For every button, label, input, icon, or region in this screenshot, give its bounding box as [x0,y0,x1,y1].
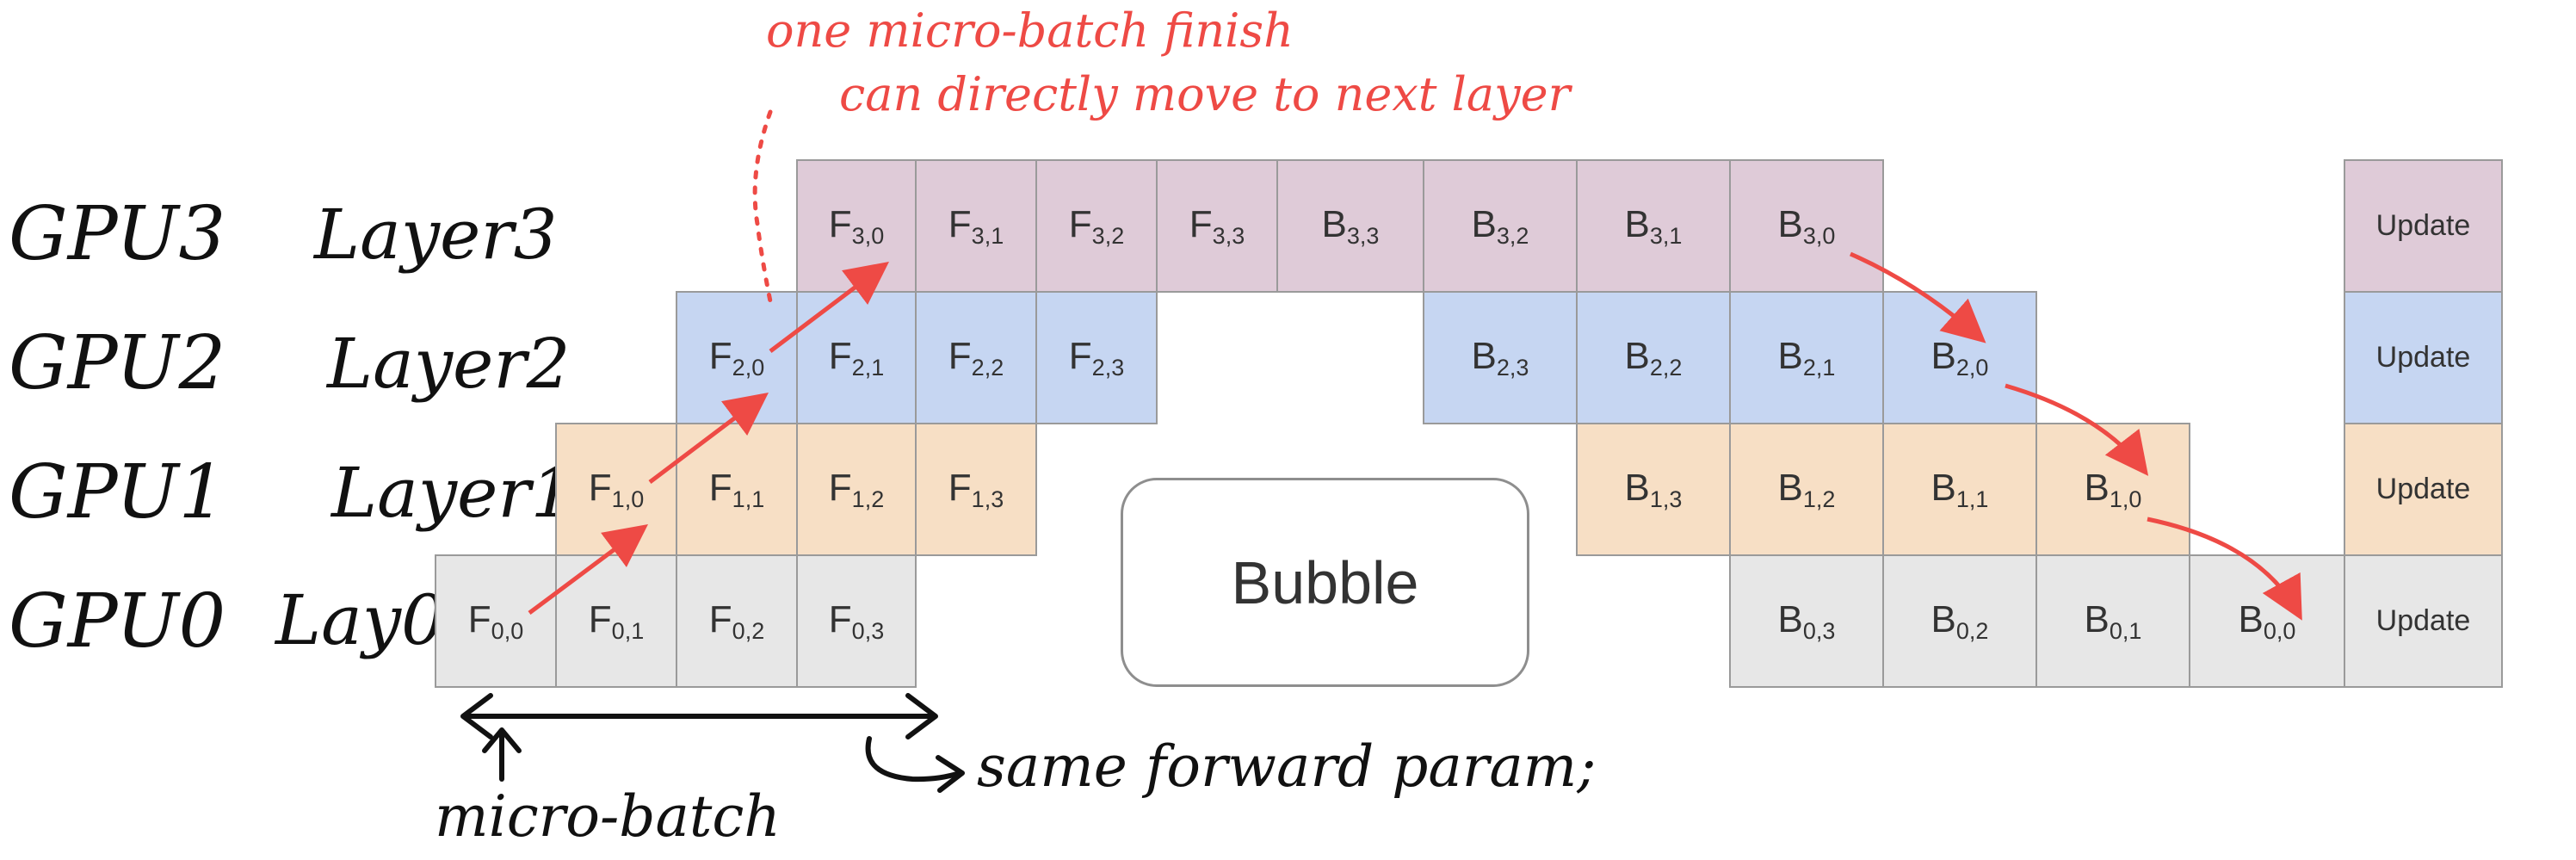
bubble-box: Bubble [1121,478,1529,687]
forward-arrow-1 [648,392,769,484]
cell-label: F1,2 [828,466,885,512]
cell-label: F1,0 [588,466,645,512]
cell-label: F2,2 [948,334,1004,381]
cell-label: B3,2 [1471,202,1529,249]
note-line-1: one micro-batch finish [766,3,1294,58]
gpu1-label: GPU1 [9,449,226,535]
cell-label: B2,0 [1930,334,1989,381]
cell-f-0-0: F0,0 [435,554,557,688]
cell-b-3-3: B3,3 [1276,159,1424,293]
layer1-label: Layer1 [331,453,575,533]
cell-b-0-3: B0,3 [1729,554,1884,688]
cell-label: B1,3 [1624,466,1683,512]
cell-label: B0,0 [2238,597,2296,644]
cell-label: B3,1 [1624,202,1683,249]
cell-f-1-3: F1,3 [915,423,1037,556]
cell-label: F0,3 [828,597,885,644]
layer2-label: Layer2 [327,324,571,404]
cell-b-0-2: B0,2 [1882,554,2037,688]
cell-f-2-3: F2,3 [1035,291,1158,424]
same-forward-curve-arrow [865,736,962,783]
cell-f-2-1: F2,1 [796,291,917,424]
cell-label: F2,1 [828,334,885,381]
cell-label: F0,2 [708,597,765,644]
gpu3-label: GPU3 [9,191,226,277]
cell-label: F2,3 [1068,334,1125,381]
backward-arrow-1 [2005,383,2149,476]
cell-b-3-0: B3,0 [1729,159,1884,293]
cell-label: F1,3 [948,466,1004,512]
cell-label: F2,0 [708,334,765,381]
span-arrow-right-head [905,693,938,739]
gpu0-label: GPU0 [9,578,226,665]
cell-b-3-1: B3,1 [1576,159,1731,293]
forward-arrow-2 [769,261,889,353]
span-arrow-left-head [460,693,493,739]
cell-b-1-2: B1,2 [1729,423,1884,556]
cell-label: B0,2 [1930,597,1989,644]
cell-label: F3,1 [948,202,1004,249]
cell-label: B1,1 [1930,466,1989,512]
cell-label: F3,0 [828,202,885,249]
layer3-label: Layer3 [314,195,558,275]
forward-arrow-0 [528,524,649,616]
cell-label: B0,3 [1777,597,1836,644]
cell-b-0-1: B0,1 [2035,554,2190,688]
cell-label: F0,0 [467,597,524,644]
cell-label: B3,0 [1777,202,1836,249]
cell-label: B1,2 [1777,466,1836,512]
cell-label: F3,3 [1189,202,1245,249]
update-gpu3: Update [2344,159,2503,293]
note-pointer [752,109,773,304]
cell-b-2-3: B2,3 [1423,291,1578,424]
cell-label: B2,1 [1777,334,1836,381]
cell-label: B0,1 [2084,597,2142,644]
update-gpu0: Update [2344,554,2503,688]
cell-label: F0,1 [588,597,645,644]
cell-b-2-1: B2,1 [1729,291,1884,424]
cell-label: F1,1 [708,466,765,512]
cell-f-3-0: F3,0 [796,159,917,293]
cell-f-0-3: F0,3 [796,554,917,688]
same-forward-label: same forward param; [977,733,1597,800]
bubble-label: Bubble [1231,548,1419,616]
micro-batch-label: micro-batch [435,783,781,850]
cell-label: B3,3 [1321,202,1380,249]
cell-label: F3,2 [1068,202,1125,249]
cell-f-3-2: F3,2 [1035,159,1158,293]
cell-f-3-3: F3,3 [1156,159,1278,293]
note-line-2: can directly move to next layer [839,67,1571,121]
curve-arrow-head [936,755,965,793]
layer0-label: Lay0 [275,580,445,660]
gpu2-label: GPU2 [9,320,226,406]
cell-label: B2,2 [1624,334,1683,381]
update-gpu2: Update [2344,291,2503,424]
update-gpu1: Update [2344,423,2503,556]
backward-arrow-0 [1849,251,1986,343]
cell-b-1-3: B1,3 [1576,423,1731,556]
cell-label: B2,3 [1471,334,1529,381]
cell-b-3-2: B3,2 [1423,159,1578,293]
backward-arrow-2 [2147,517,2302,621]
up-arrow-head [482,727,522,753]
